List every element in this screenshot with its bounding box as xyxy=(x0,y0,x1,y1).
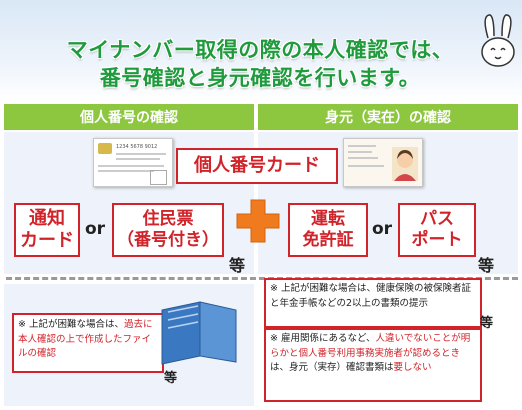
header-banner xyxy=(0,0,522,103)
section-header-number-check: 個人番号の確認 xyxy=(4,104,254,130)
right-alternative-note-2: ※ 雇用関係にあるなど、人違いでないことが明らかと個人番号利用事務実施者が認める… xyxy=(264,328,482,402)
passport-line1: パス xyxy=(420,208,454,229)
notification-card-line1: 通知 xyxy=(29,207,65,229)
card-number-text: 1234 5678 9012 xyxy=(116,144,158,150)
resident-record-line2: （番号付き） xyxy=(117,230,219,250)
left-note-prefix: ※ 上記が困難な場合は、 xyxy=(18,319,124,330)
qr-code-icon xyxy=(150,170,167,185)
plus-icon xyxy=(236,199,280,243)
left-note-highlight: 過去に本人確認の上で作成したファイルの確認 xyxy=(18,319,153,360)
left-alternative-note: ※ 上記が困難な場合は、過去に本人確認の上で作成したファイルの確認 xyxy=(12,313,164,373)
title-number-check: 番号確認 xyxy=(99,66,186,90)
etc-text-left: 等 xyxy=(229,256,246,275)
drivers-license-line2: 免許証 xyxy=(302,230,354,250)
section-header-identity-check: 身元（実在）の確認 xyxy=(258,104,518,130)
title-line-1: マイナンバー取得の際の本人確認では、 xyxy=(66,38,454,62)
right-alternative-note-1: ※ 上記が困難な場合は、健康保険の被保険者証と年金手帳などの2以上の書類の提示 xyxy=(264,278,482,328)
drivers-license-line1: 運転 xyxy=(311,208,345,229)
title-suffix: を行います。 xyxy=(293,66,421,90)
etc-text-left-note: 等 xyxy=(164,371,178,386)
passport-line2: ポート xyxy=(411,230,463,250)
resident-record-box: 住民票（番号付き） xyxy=(112,203,224,257)
passport-box: パスポート xyxy=(398,203,476,257)
right-note2-part2: は、身元（実存）確認書類は xyxy=(270,362,394,374)
notification-card-line2: カード xyxy=(20,230,74,251)
notification-card-box: 通知カード xyxy=(14,203,80,257)
right-note2-part1: ※ 雇用関係にあるなど、 xyxy=(270,333,376,344)
title-identity-check: 身元確認 xyxy=(207,66,294,90)
dashed-divider xyxy=(6,277,518,280)
right-note2-highlight1: 人違いでないことが明らかと個人番号利用事務実施者が認めるとき xyxy=(270,333,471,359)
or-text-right: or xyxy=(372,219,393,239)
etc-text-right: 等 xyxy=(478,256,495,275)
title-line-2: 番号確認と身元確認を行います。 xyxy=(40,62,480,92)
mynumber-card-label: 個人番号カード xyxy=(176,148,338,184)
book-icon xyxy=(161,301,237,365)
resident-record-line1: 住民票 xyxy=(142,208,194,229)
ic-chip-icon xyxy=(98,143,112,154)
etc-text-right-note: 等 xyxy=(480,316,494,331)
right-note2-highlight2: 要しない xyxy=(393,362,432,374)
mynumber-card-front-image xyxy=(343,138,423,187)
mynumber-card-back-image: 1234 5678 9012 xyxy=(93,138,173,187)
face-photo-icon xyxy=(392,147,418,181)
or-text-left: or xyxy=(85,219,106,239)
drivers-license-box: 運転免許証 xyxy=(288,203,368,257)
title-and: と xyxy=(185,66,208,90)
rabbit-mascot-icon xyxy=(481,14,515,67)
